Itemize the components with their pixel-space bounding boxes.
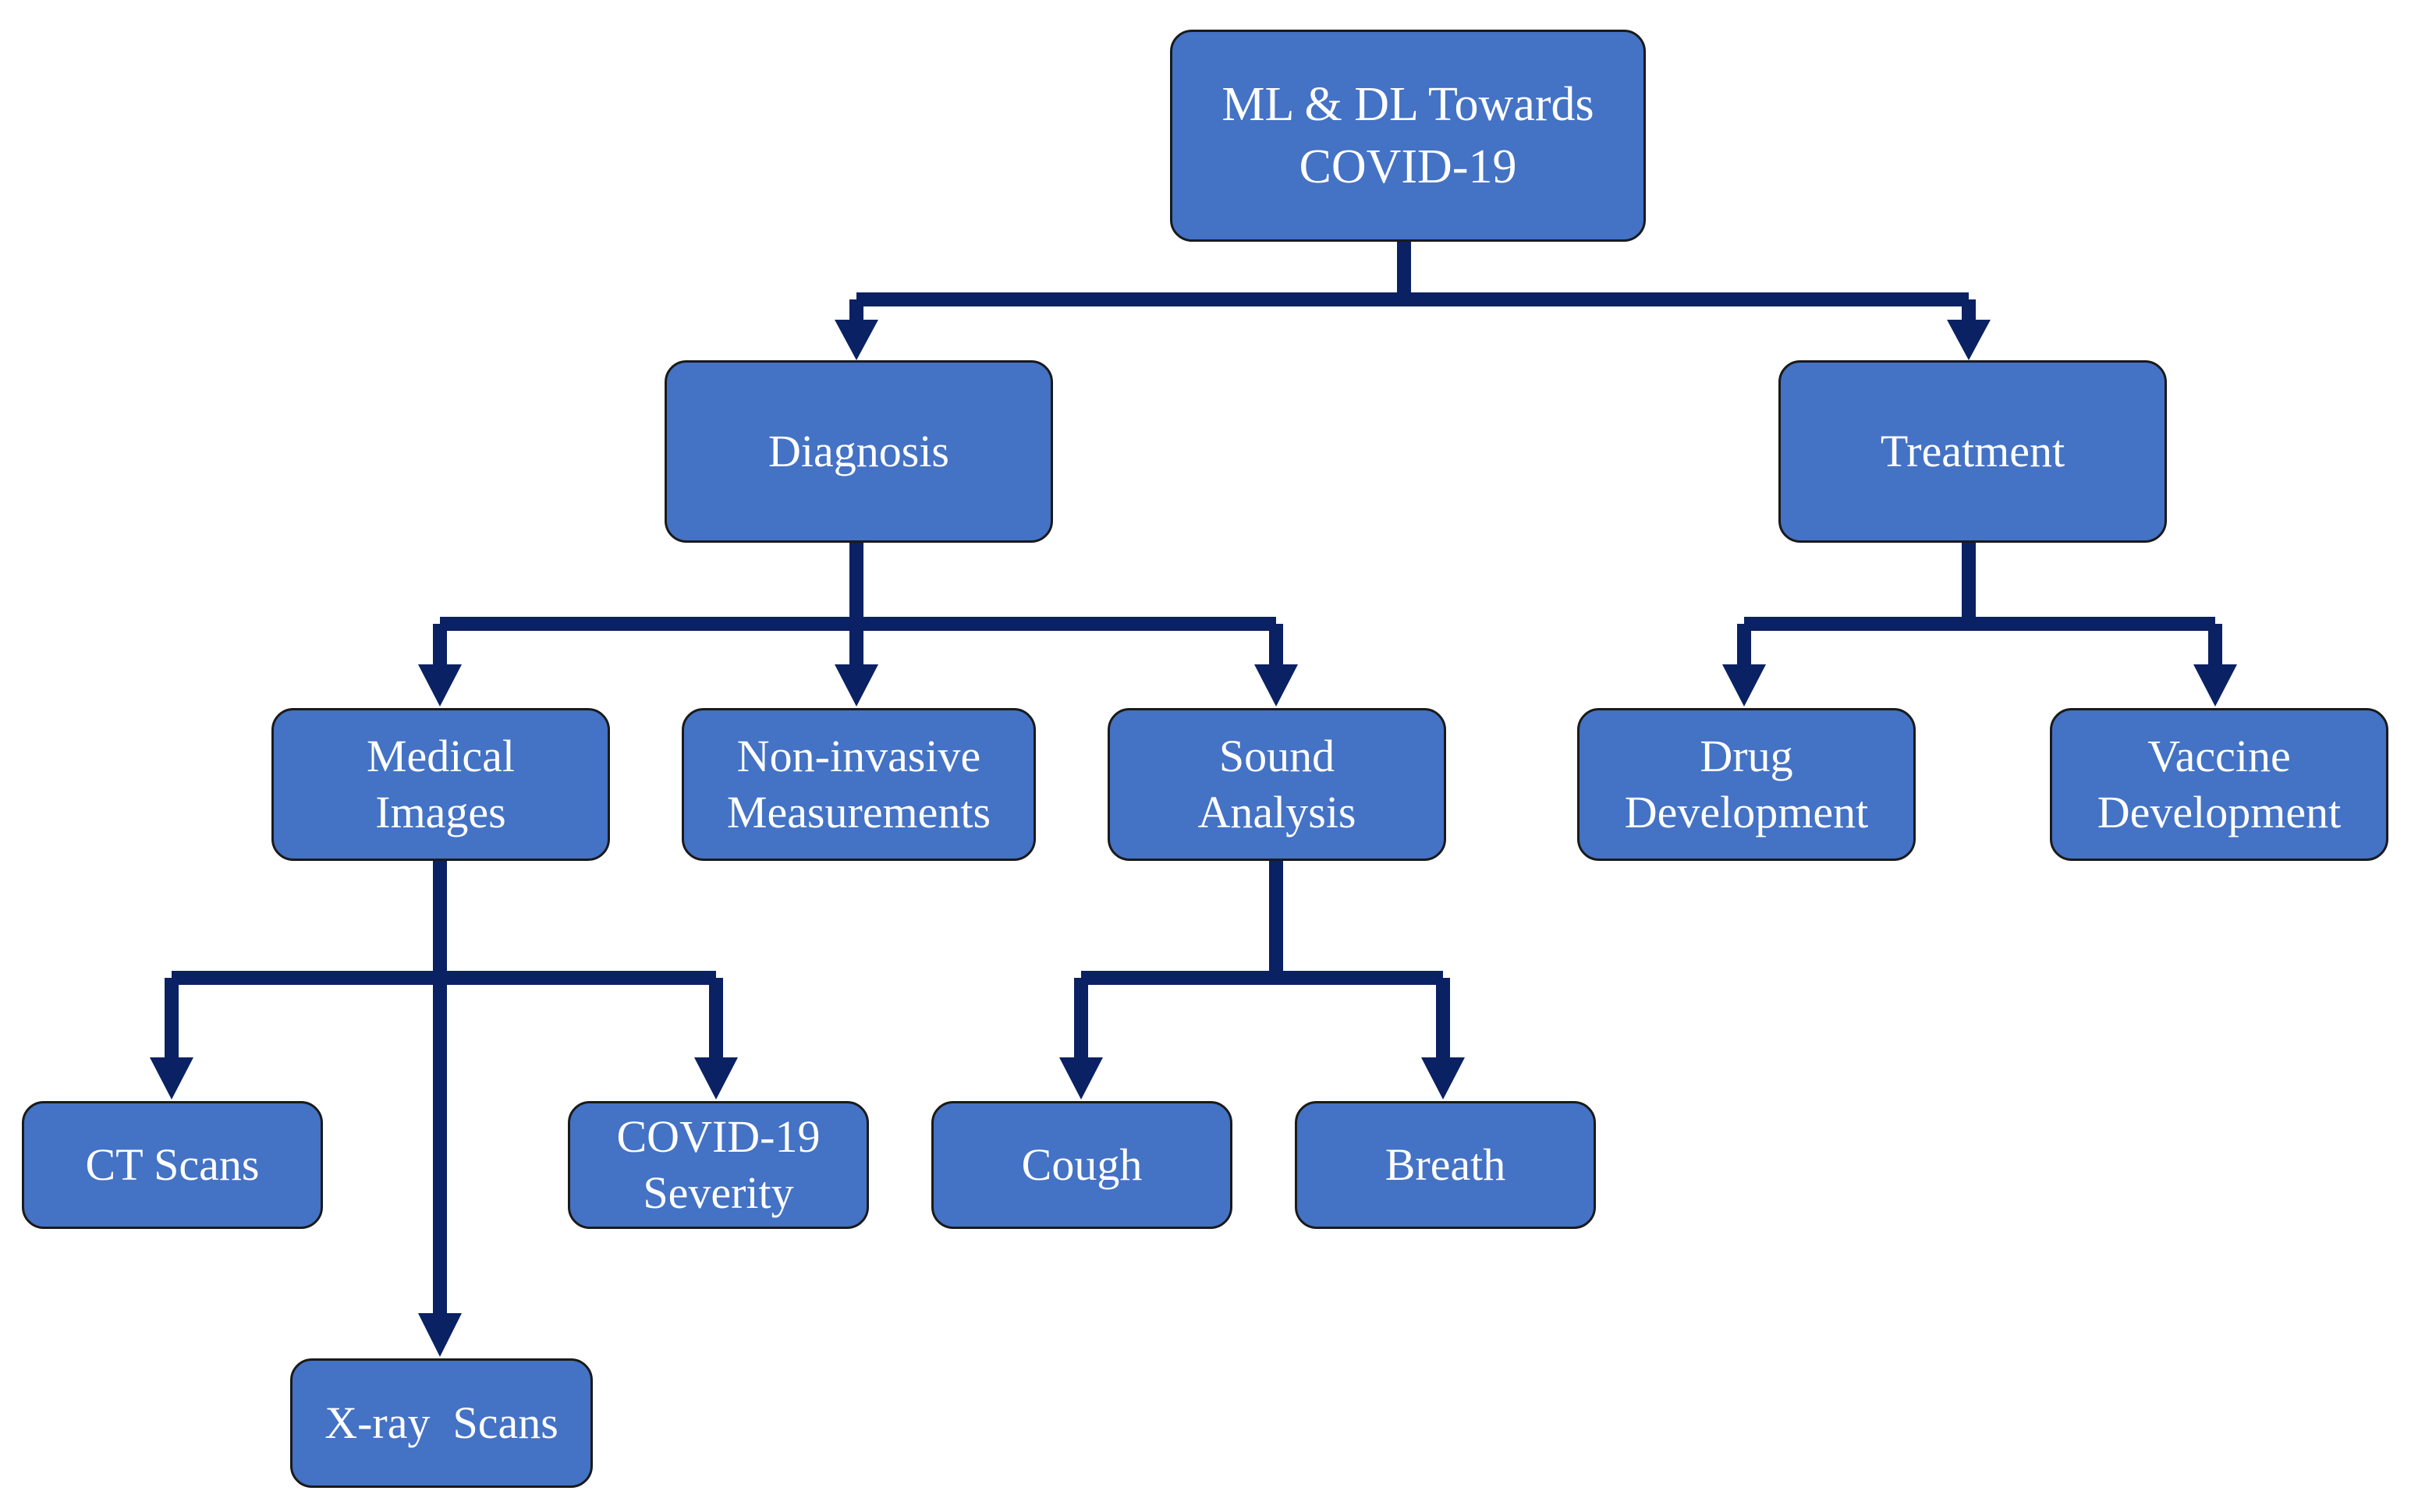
arrow-to-diagnosis bbox=[835, 320, 878, 360]
node-non-invasive-line2: Measurements bbox=[726, 787, 991, 837]
arrow-to-non-invasive bbox=[835, 664, 878, 706]
node-cough-label: Cough bbox=[1021, 1139, 1143, 1190]
node-ct-scans: CT Scans bbox=[22, 1101, 323, 1229]
node-drug-development-line2: Development bbox=[1624, 787, 1869, 837]
node-cough: Cough bbox=[931, 1101, 1232, 1229]
node-non-invasive-line1: Non-invasive bbox=[736, 731, 981, 781]
root-node-line2: COVID-19 bbox=[1299, 140, 1517, 193]
node-breath: Breath bbox=[1295, 1101, 1596, 1229]
arrow-to-sound-analysis bbox=[1254, 664, 1298, 706]
node-sound-analysis-line2: Analysis bbox=[1197, 787, 1356, 837]
arrow-to-xray-scans bbox=[418, 1313, 462, 1357]
node-vaccine-development-line2: Development bbox=[2097, 787, 2342, 837]
node-treatment-label: Treatment bbox=[1880, 426, 2065, 476]
node-treatment: Treatment bbox=[1778, 360, 2167, 543]
node-sound-analysis: Sound Analysis bbox=[1108, 708, 1446, 861]
node-vaccine-development-line1: Vaccine bbox=[2147, 731, 2291, 781]
connector-medical-images-to-children bbox=[165, 861, 723, 1316]
node-diagnosis-label: Diagnosis bbox=[768, 426, 949, 476]
connector-diagnosis-to-children bbox=[433, 543, 1283, 669]
node-covid-severity-line1: COVID-19 bbox=[616, 1111, 821, 1162]
node-xray-scans: X-ray Scans bbox=[290, 1358, 593, 1488]
node-breath-label: Breath bbox=[1385, 1139, 1506, 1190]
root-node-line1: ML & DL Towards bbox=[1221, 78, 1594, 131]
node-drug-development: Drug Development bbox=[1577, 708, 1916, 861]
arrow-to-vaccine-development bbox=[2193, 664, 2237, 706]
node-covid-severity-line2: Severity bbox=[643, 1167, 794, 1218]
connector-root-to-level1 bbox=[849, 242, 1976, 326]
node-medical-images-line2: Images bbox=[375, 787, 506, 837]
node-sound-analysis-line1: Sound bbox=[1218, 731, 1335, 781]
arrow-to-medical-images bbox=[418, 664, 462, 706]
node-diagnosis: Diagnosis bbox=[665, 360, 1053, 543]
node-covid-severity: COVID-19 Severity bbox=[568, 1101, 869, 1229]
node-medical-images-line1: Medical bbox=[366, 731, 516, 781]
arrow-to-drug-development bbox=[1722, 664, 1766, 706]
connector-sound-analysis-to-children bbox=[1074, 861, 1450, 1062]
node-vaccine-development: Vaccine Development bbox=[2050, 708, 2388, 861]
root-node-ml-dl-covid: ML & DL Towards COVID-19 bbox=[1170, 30, 1646, 242]
arrow-to-covid-severity bbox=[694, 1057, 738, 1099]
node-medical-images: Medical Images bbox=[271, 708, 610, 861]
arrow-to-treatment bbox=[1947, 320, 1991, 360]
arrow-to-cough bbox=[1059, 1057, 1103, 1099]
arrow-to-ct-scans bbox=[150, 1057, 193, 1099]
node-drug-development-line1: Drug bbox=[1700, 731, 1793, 781]
arrow-to-breath bbox=[1421, 1057, 1465, 1099]
node-ct-scans-label: CT Scans bbox=[85, 1139, 260, 1190]
node-non-invasive-measurements: Non-invasive Measurements bbox=[682, 708, 1036, 861]
connector-treatment-to-children bbox=[1737, 543, 2222, 669]
node-xray-scans-label: X-ray Scans bbox=[324, 1397, 558, 1448]
